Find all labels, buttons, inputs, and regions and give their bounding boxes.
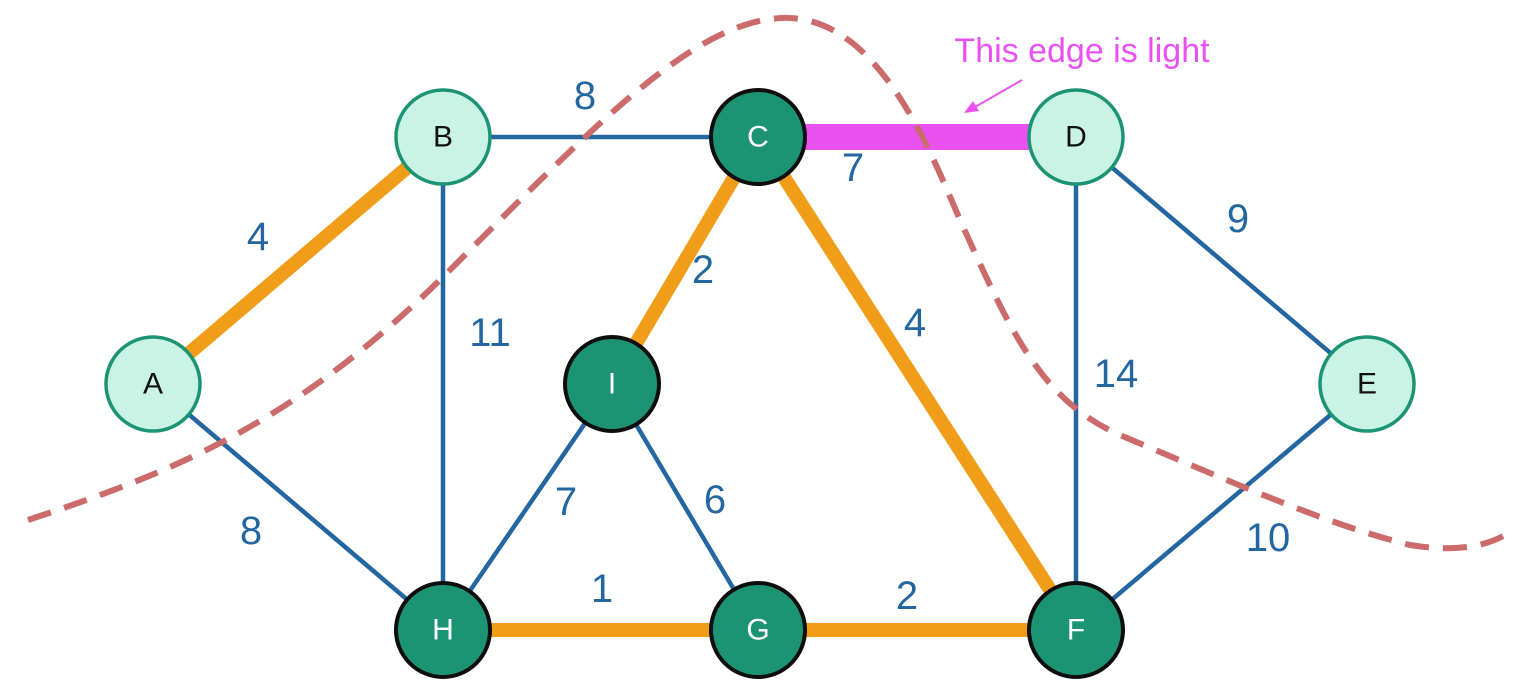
node-label: D xyxy=(1065,121,1087,154)
weight-g-f: 2 xyxy=(896,574,918,618)
weight-b-c: 8 xyxy=(574,74,596,118)
edge-weights: 4 8 8 11 7 2 4 9 14 10 7 6 1 2 xyxy=(240,74,1290,618)
edge-e-f xyxy=(1074,382,1369,632)
node-h: H xyxy=(394,581,492,679)
light-edge-annotation: This edge is light xyxy=(954,32,1210,113)
weight-d-f: 14 xyxy=(1094,352,1139,396)
node-label: C xyxy=(747,121,769,154)
weight-i-g: 6 xyxy=(704,478,726,522)
edge-a-b xyxy=(148,131,448,390)
edge-i-h xyxy=(441,382,614,632)
node-label: I xyxy=(608,368,616,401)
weight-c-d: 7 xyxy=(842,146,864,190)
edge-d-e xyxy=(1074,135,1369,386)
node-a: A xyxy=(104,335,202,433)
nodes: A B C D E F G H xyxy=(104,88,1416,679)
node-label: E xyxy=(1357,368,1377,401)
node-i: I xyxy=(563,335,661,433)
cut-line xyxy=(27,14,1512,552)
node-label: H xyxy=(432,614,454,647)
annotation-text: This edge is light xyxy=(954,32,1210,70)
node-label: A xyxy=(143,368,163,401)
weight-c-f: 4 xyxy=(904,301,926,345)
weight-a-h: 8 xyxy=(240,509,262,553)
node-e: E xyxy=(1318,335,1416,433)
edge-c-f xyxy=(752,133,1082,634)
weight-h-g: 1 xyxy=(591,567,613,611)
arrow-head-icon xyxy=(964,101,979,113)
edges xyxy=(148,124,1369,637)
node-d: D xyxy=(1027,88,1125,186)
weight-i-h: 7 xyxy=(555,480,577,524)
node-label: F xyxy=(1067,614,1085,647)
node-label: G xyxy=(746,614,769,647)
node-b: B xyxy=(394,88,492,186)
weight-e-f: 10 xyxy=(1246,516,1291,560)
node-label: B xyxy=(433,121,453,154)
node-f: F xyxy=(1027,581,1125,679)
edge-a-h xyxy=(151,382,445,632)
weight-c-i: 2 xyxy=(692,248,714,292)
annotation-arrow xyxy=(974,79,1023,108)
node-g: G xyxy=(709,581,807,679)
weight-d-e: 9 xyxy=(1227,197,1249,241)
weight-a-b: 4 xyxy=(247,215,269,259)
weight-b-h: 11 xyxy=(469,311,511,355)
node-c: C xyxy=(709,88,807,186)
